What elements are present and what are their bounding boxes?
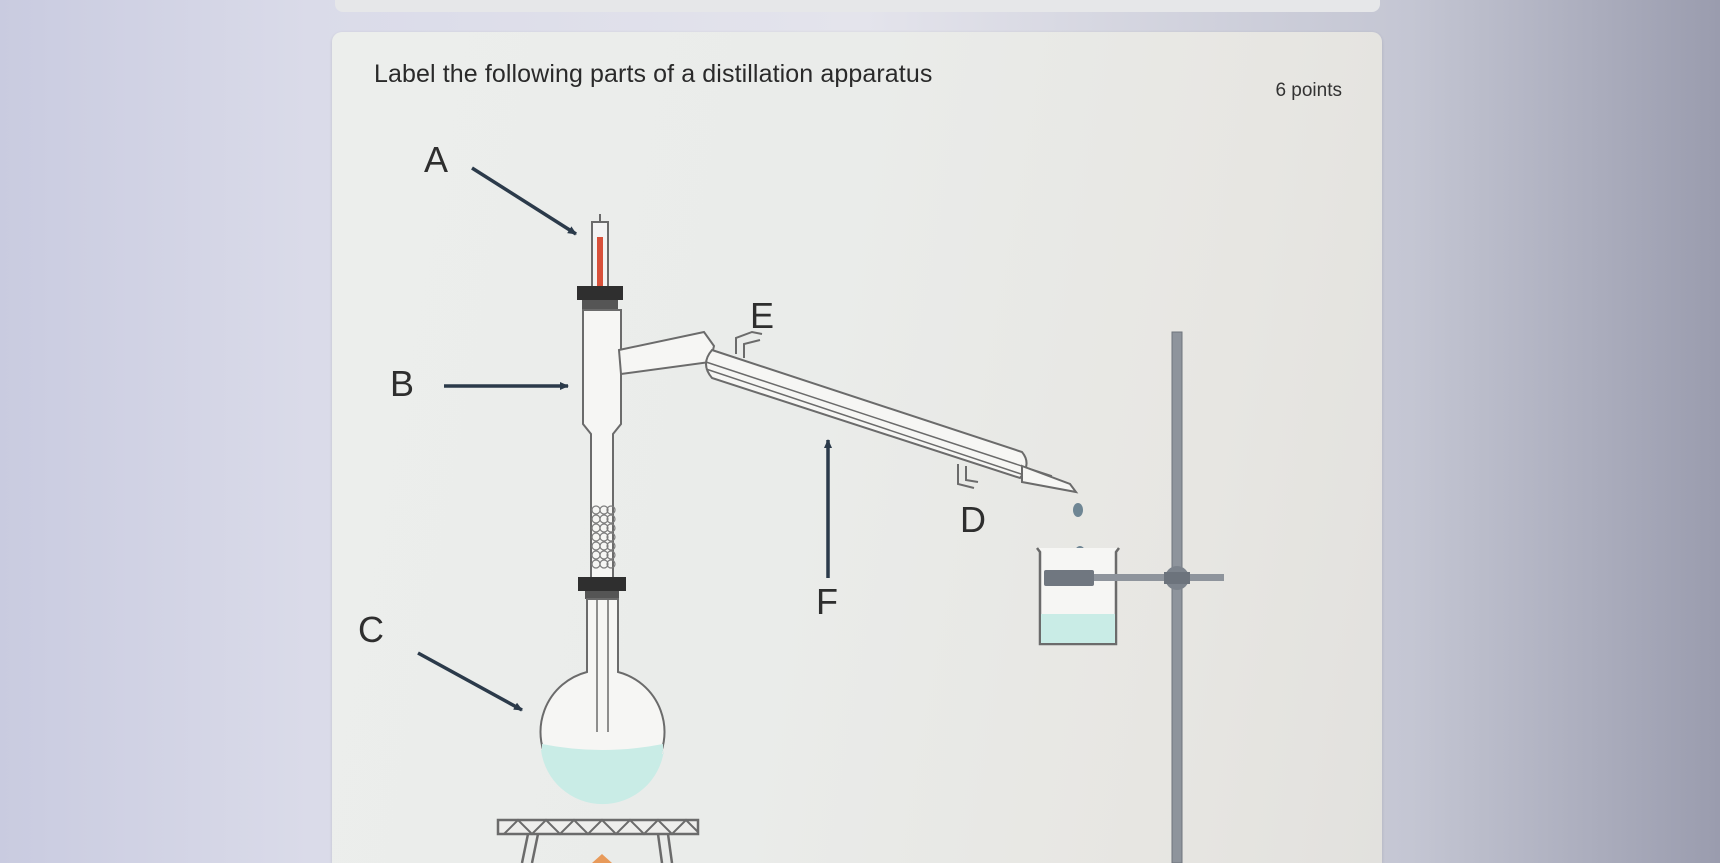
question-title: Label the following parts of a distillat… (374, 60, 933, 88)
question-card: Label the following parts of a distillat… (332, 32, 1382, 863)
still-head (582, 309, 716, 581)
burner-flame-icon (592, 854, 612, 863)
label-d: D (960, 499, 986, 540)
previous-card-edge (335, 0, 1380, 12)
tripod-gauze (496, 818, 700, 863)
arrow-a (471, 166, 577, 236)
top-stopper (577, 286, 623, 310)
flask-liquid (542, 744, 663, 799)
flask-stopper (578, 577, 626, 599)
distillation-diagram: A B C D E F (358, 139, 1224, 863)
receiving-beaker (1036, 547, 1120, 646)
column-packing (591, 505, 616, 569)
condenser (705, 330, 1079, 494)
label-f: F (816, 581, 838, 622)
label-a: A (424, 139, 448, 180)
retort-stand (1044, 331, 1224, 863)
beaker-liquid (1041, 614, 1115, 643)
label-c: C (358, 609, 384, 650)
arrow-c (417, 651, 523, 712)
points-label: 6 points (1275, 80, 1342, 101)
round-bottom-flask (539, 598, 666, 805)
label-arrows (417, 166, 832, 712)
label-b: B (390, 363, 414, 404)
label-e: E (750, 295, 774, 336)
